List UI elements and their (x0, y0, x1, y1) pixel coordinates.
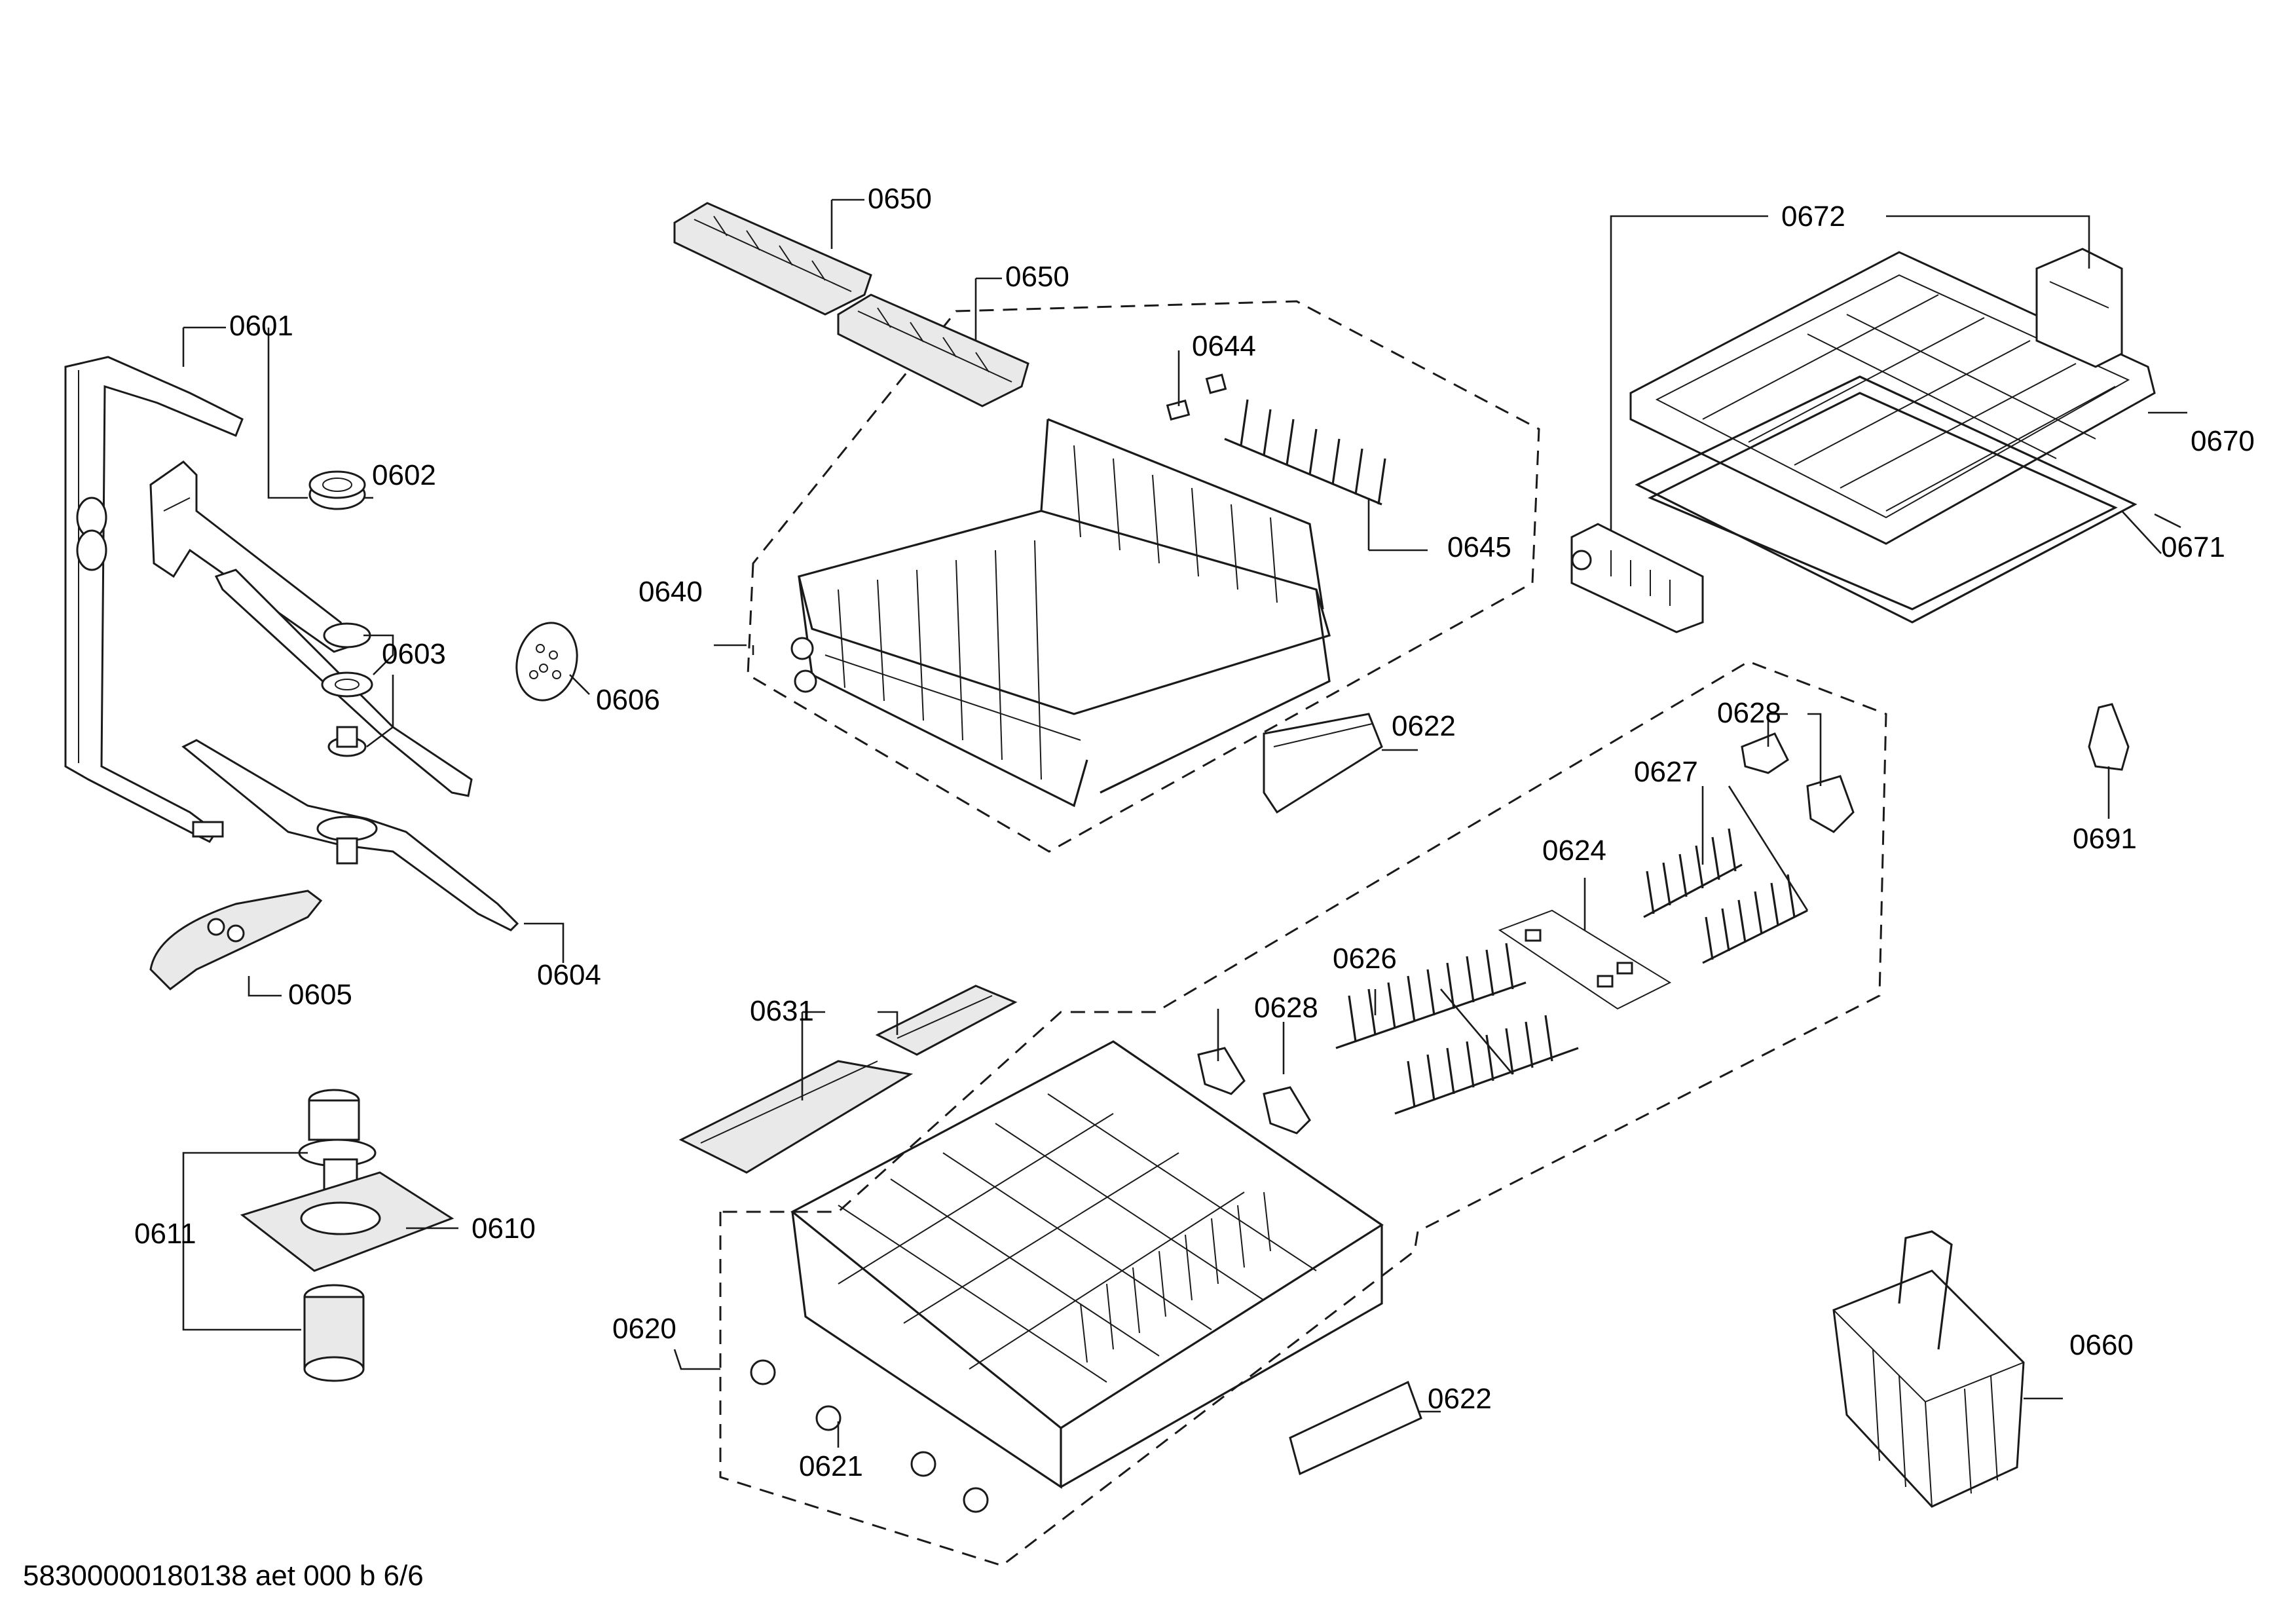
label-0621: 0621 (799, 1450, 863, 1482)
part-0621-rollers (750, 1359, 989, 1513)
label-0640: 0640 (639, 576, 703, 608)
label-0606: 0606 (596, 684, 660, 716)
label-0605: 0605 (288, 979, 352, 1011)
part-0640-upper-basket (790, 418, 1331, 808)
part-0627-tine-racks (1643, 828, 1808, 964)
part-0672-cutlery-drawer (1629, 251, 2156, 545)
part-0622-handle-lower (1289, 1380, 1422, 1476)
label-0601: 0601 (229, 310, 293, 342)
part-0631-cup-racks-lower (678, 985, 1018, 1174)
part-0603-spray-arm-mount (149, 460, 473, 797)
label-0691: 0691 (2073, 823, 2137, 855)
label-0628: 0628 (1717, 697, 1781, 729)
part-0604-lower-spray-arm (181, 739, 519, 931)
label-0610: 0610 (472, 1212, 536, 1245)
lower-basket-group-outline (719, 660, 1887, 1567)
label-0627: 0627 (1634, 756, 1698, 788)
part-0672-rail-left (1570, 523, 1704, 633)
part-0622-handle-upper (1263, 713, 1383, 814)
part-0650-cup-rack-second (837, 293, 1029, 407)
label-0622: 0622 (1392, 710, 1456, 742)
part-0611-filter-cylinder (298, 1089, 377, 1382)
part-0606-cover-disc (515, 622, 578, 702)
label-0631: 0631 (750, 995, 814, 1027)
part-0602-nozzle (308, 470, 366, 510)
label-0624: 0624 (1542, 835, 1606, 867)
label-0626: 0626 (1333, 943, 1397, 975)
part-0691-clip (2088, 703, 2130, 771)
part-0644-clips (1166, 373, 1227, 421)
label-0650: 0650 (1005, 261, 1069, 293)
drawing-code-footer: 58300000180138 aet 000 b 6/6 (23, 1560, 424, 1592)
label-0604: 0604 (537, 959, 601, 991)
leader-lines (182, 198, 2187, 1448)
label-0672: 0672 (1781, 200, 1845, 233)
label-0622: 0622 (1428, 1383, 1492, 1415)
label-0671: 0671 (2161, 531, 2225, 563)
part-0620-lower-basket (790, 1040, 1384, 1489)
label-0620: 0620 (612, 1313, 676, 1345)
upper-basket-group-outline (747, 300, 1540, 853)
part-0601-supply-pipe (64, 356, 244, 843)
part-0670-rail-right (2035, 248, 2123, 368)
label-0628: 0628 (1254, 992, 1318, 1024)
label-0611: 0611 (134, 1218, 196, 1250)
part-0660-cutlery-basket (1832, 1230, 2025, 1508)
part-0650-cup-rack-top (673, 202, 872, 316)
part-0671-frame (1635, 375, 2138, 624)
label-0603: 0603 (382, 638, 446, 670)
label-0644: 0644 (1192, 330, 1256, 362)
label-0650: 0650 (868, 183, 932, 215)
label-0602: 0602 (372, 459, 436, 491)
part-0624-clip-strip (1498, 909, 1672, 1010)
label-0670: 0670 (2191, 425, 2255, 457)
label-0645: 0645 (1447, 531, 1511, 563)
part-0628-hinge-lower (1197, 1047, 1311, 1135)
label-0660: 0660 (2069, 1329, 2134, 1361)
part-0645-tine-row (1224, 399, 1386, 506)
part-number-labels: 0650 0650 0672 0601 0644 0670 0602 0645 … (134, 183, 2255, 1482)
part-0605-fine-filter (149, 890, 323, 990)
part-0628-hinge-upper (1741, 732, 1855, 833)
part-0610-micro-filter-plate (240, 1171, 454, 1272)
part-0626-tine-rows (1335, 943, 1579, 1115)
